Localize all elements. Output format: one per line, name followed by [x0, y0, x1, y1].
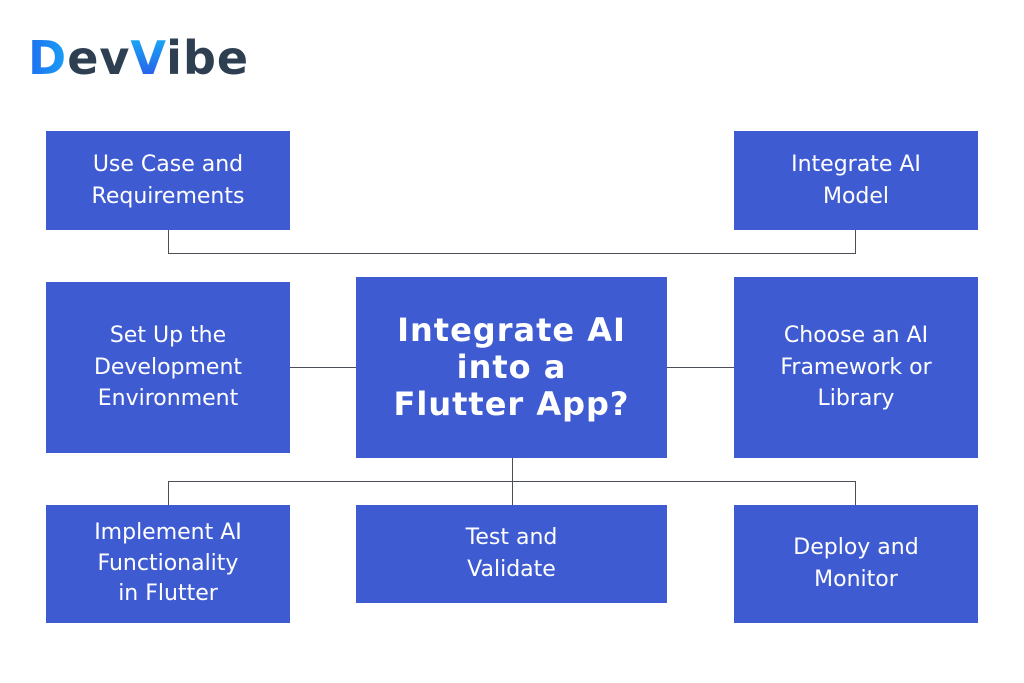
step-implement-ai-functionality: Implement AI Functionality in Flutter: [46, 505, 290, 623]
diagram-center-title: Integrate AI into a Flutter App?: [356, 277, 667, 458]
connector-setup-to-center: [290, 367, 356, 368]
connector-top-horizontal: [168, 253, 856, 254]
step-use-case-requirements: Use Case and Requirements: [46, 131, 290, 230]
step-test-and-validate: Test and Validate: [356, 505, 667, 603]
logo-wordmark: DevVibe: [28, 31, 250, 85]
connector-use-case-down: [168, 230, 169, 254]
connector-center-to-framework: [667, 367, 734, 368]
step-choose-ai-framework: Choose an AI Framework or Library: [734, 277, 978, 458]
connector-integrate-model-down: [855, 230, 856, 254]
step-integrate-ai-model: Integrate AI Model: [734, 131, 978, 230]
connector-bottom-horizontal: [168, 481, 856, 482]
step-set-up-development-environment: Set Up the Development Environment: [46, 282, 290, 453]
step-deploy-and-monitor: Deploy and Monitor: [734, 505, 978, 623]
devvibe-logo: DevVibe: [28, 28, 249, 88]
connector-deploy-drop: [855, 481, 856, 505]
connector-implement-drop: [168, 481, 169, 505]
